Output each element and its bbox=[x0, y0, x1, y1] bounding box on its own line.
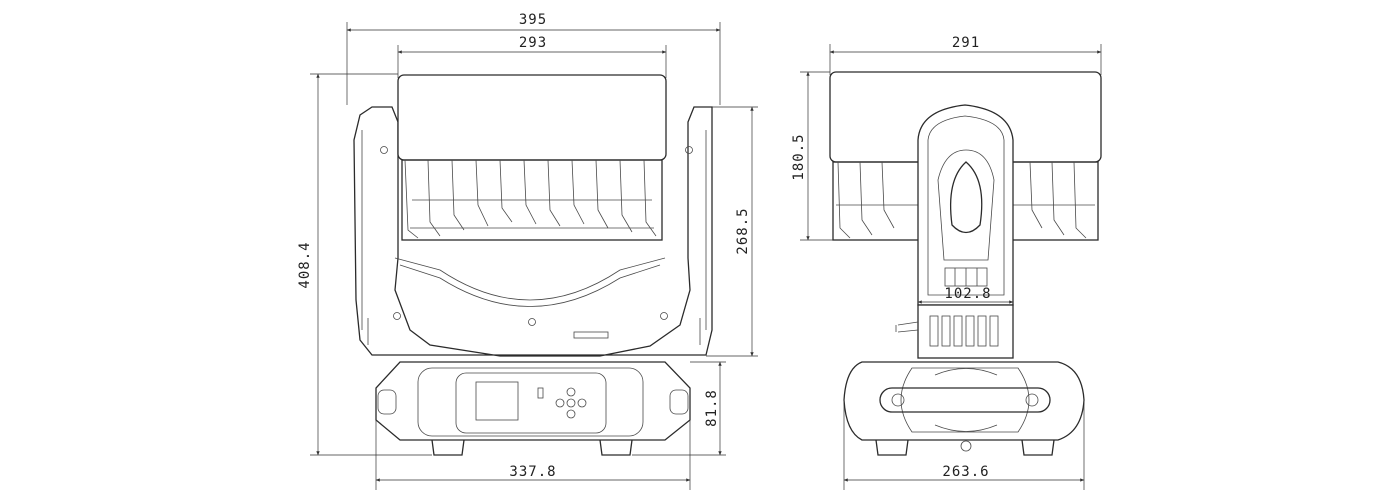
dim-overall-height: 408.4 bbox=[297, 241, 313, 288]
side-view: 291 180.5 102.8 263.6 bbox=[791, 35, 1102, 490]
side-arm bbox=[895, 104, 1014, 359]
dim-overall-width: 395 bbox=[519, 12, 547, 28]
dim-head-height: 180.5 bbox=[791, 133, 807, 180]
side-base bbox=[843, 361, 1085, 456]
front-head bbox=[397, 74, 667, 241]
dim-base-width: 337.8 bbox=[509, 464, 556, 480]
front-yoke bbox=[353, 106, 713, 357]
front-base bbox=[375, 361, 691, 456]
dim-base-height: 81.8 bbox=[704, 389, 720, 427]
dim-base-depth: 263.6 bbox=[942, 464, 989, 480]
dim-head-depth: 291 bbox=[952, 35, 980, 51]
dim-yoke-height: 268.5 bbox=[735, 207, 751, 254]
dim-arm-width: 102.8 bbox=[944, 286, 991, 302]
side-dimensions bbox=[800, 44, 1102, 490]
front-dimensions bbox=[310, 22, 758, 490]
front-view: 395 293 408.4 268.5 81.8 337.8 bbox=[297, 12, 758, 490]
dim-head-width: 293 bbox=[519, 35, 547, 51]
